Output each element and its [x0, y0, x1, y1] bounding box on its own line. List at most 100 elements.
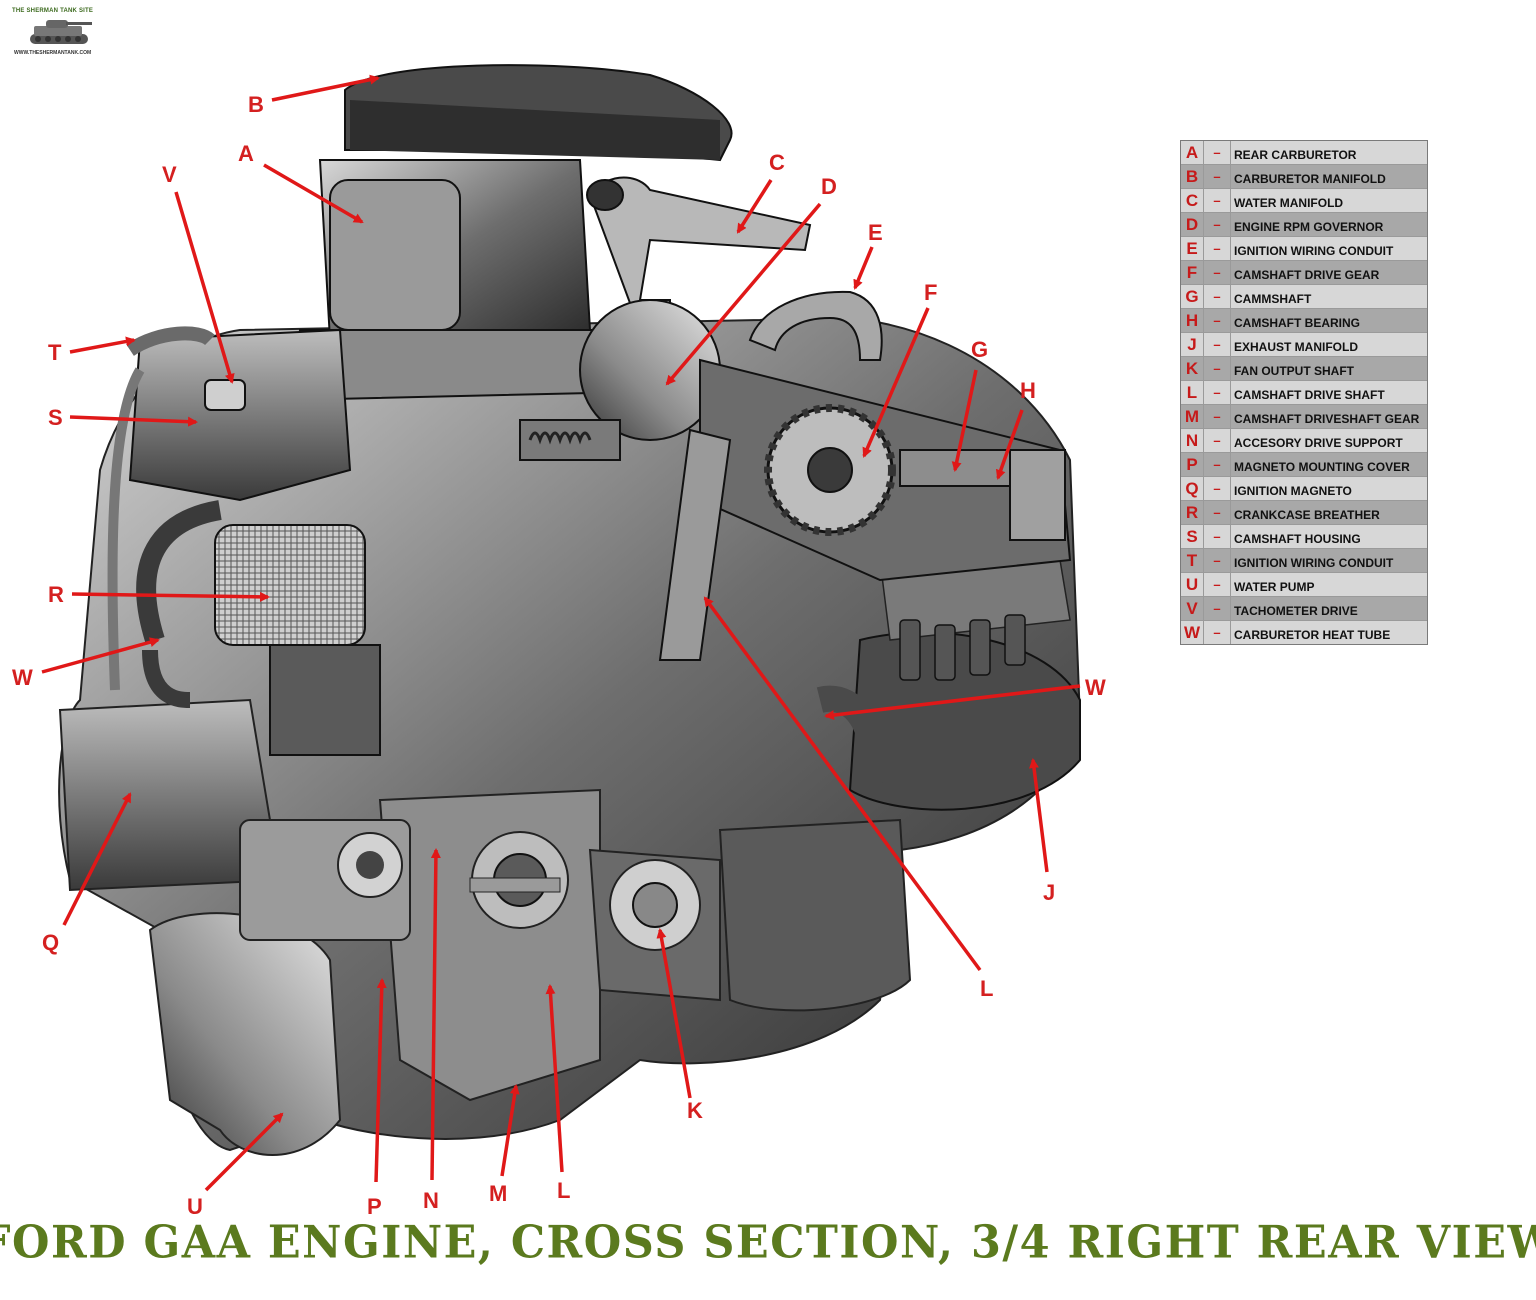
legend-dash: –	[1204, 549, 1231, 572]
legend-dash: –	[1204, 621, 1231, 644]
caption-text: FORD GAA ENGINE, CROSS SECTION, 3/4 RIGH…	[0, 1216, 1536, 1270]
legend-part-name: REAR CARBURETOR	[1234, 148, 1357, 162]
legend-letter: S	[1181, 525, 1204, 548]
legend-letter: E	[1181, 237, 1204, 260]
callout-k: K	[687, 1098, 703, 1123]
arrow-p	[374, 978, 387, 1183]
legend-part-name: IGNITION MAGNETO	[1234, 484, 1352, 498]
legend-part-name: TACHOMETER DRIVE	[1234, 604, 1358, 618]
legend-letter: N	[1181, 429, 1204, 452]
legend-row: C–WATER MANIFOLD	[1181, 189, 1427, 213]
arrow-f	[862, 307, 930, 458]
legend-letter: C	[1181, 189, 1204, 212]
legend-row: G–CAMMSHAFT	[1181, 285, 1427, 309]
legend-row: W–CARBURETOR HEAT TUBE	[1181, 621, 1427, 644]
legend-dash: –	[1204, 237, 1231, 260]
legend-row: R–CRANKCASE BREATHER	[1181, 501, 1427, 525]
legend-row: H–CAMSHAFT BEARING	[1181, 309, 1427, 333]
legend-dash: –	[1204, 597, 1231, 620]
legend-letter: T	[1181, 549, 1204, 572]
legend-row: E–IGNITION WIRING CONDUIT	[1181, 237, 1427, 261]
logo-url: WWW.THESHERMANTANK.COM	[14, 50, 92, 56]
legend-letter: Q	[1181, 477, 1204, 500]
site-logo: THE SHERMAN TANK SITE WWW.THESHERMANTANK…	[8, 6, 118, 62]
legend-row: F–CAMSHAFT DRIVE GEAR	[1181, 261, 1427, 285]
callout-m: M	[489, 1181, 507, 1206]
legend-dash: –	[1204, 573, 1231, 596]
legend-part-name: MAGNETO MOUNTING COVER	[1234, 460, 1410, 474]
legend-part-name: EXHAUST MANIFOLD	[1234, 340, 1358, 354]
arrow-t	[69, 336, 136, 354]
legend-letter: F	[1181, 261, 1204, 284]
legend-letter: R	[1181, 501, 1204, 524]
legend-part-name: CAMSHAFT DRIVESHAFT GEAR	[1234, 412, 1420, 426]
callout-r: R	[48, 582, 64, 607]
arrow-c	[736, 179, 773, 234]
arrow-e	[853, 246, 874, 290]
legend-row: L–CAMSHAFT DRIVE SHAFT	[1181, 381, 1427, 405]
legend-row: Q–IGNITION MAGNETO	[1181, 477, 1427, 501]
legend-letter: K	[1181, 357, 1204, 380]
arrow-j	[1029, 758, 1049, 873]
legend-row: U–WATER PUMP	[1181, 573, 1427, 597]
legend-part-name: CAMSHAFT DRIVE SHAFT	[1234, 388, 1385, 402]
legend-letter: P	[1181, 453, 1204, 476]
legend-letter: A	[1181, 141, 1204, 164]
arrow-d	[665, 202, 822, 386]
arrow-l-right	[703, 596, 982, 972]
legend-row: T–IGNITION WIRING CONDUIT	[1181, 549, 1427, 573]
legend-part-name: IGNITION WIRING CONDUIT	[1234, 244, 1394, 258]
legend-row: M–CAMSHAFT DRIVESHAFT GEAR	[1181, 405, 1427, 429]
legend-row: P–MAGNETO MOUNTING COVER	[1181, 453, 1427, 477]
legend-dash: –	[1204, 429, 1231, 452]
legend-dash: –	[1204, 381, 1231, 404]
legend-letter: D	[1181, 213, 1204, 236]
callout-arrows	[41, 74, 1081, 1192]
callout-u: U	[187, 1194, 203, 1219]
legend-part-name: CARBURETOR MANIFOLD	[1234, 172, 1386, 186]
legend-dash: –	[1204, 141, 1231, 164]
legend-letter: W	[1181, 621, 1204, 644]
legend-dash: –	[1204, 165, 1231, 188]
callout-s: S	[48, 405, 63, 430]
tank-icon	[30, 20, 92, 44]
callout-a: A	[238, 141, 254, 166]
callout-w-right: W	[1085, 675, 1106, 700]
arrow-a	[263, 163, 364, 224]
legend-part-name: IGNITION WIRING CONDUIT	[1234, 556, 1394, 570]
legend-dash: –	[1204, 405, 1231, 428]
callout-d: D	[821, 174, 837, 199]
legend-part-name: WATER PUMP	[1234, 580, 1315, 594]
callout-n: N	[423, 1188, 439, 1213]
logo-title: THE SHERMAN TANK SITE	[12, 8, 94, 14]
callout-w-left: W	[12, 665, 33, 690]
legend-part-name: CRANKCASE BREATHER	[1234, 508, 1380, 522]
callout-f: F	[924, 280, 937, 305]
arrow-v	[174, 191, 235, 384]
callout-e: E	[868, 220, 883, 245]
legend-row: N–ACCESORY DRIVE SUPPORT	[1181, 429, 1427, 453]
legend-dash: –	[1204, 333, 1231, 356]
legend-row: B–CARBURETOR MANIFOLD	[1181, 165, 1427, 189]
legend-part-name: CAMMSHAFT	[1234, 292, 1312, 306]
legend-dash: –	[1204, 261, 1231, 284]
arrow-l-bottom	[545, 984, 564, 1173]
arrow-u	[204, 1112, 284, 1192]
figure-caption: FORD GAA ENGINE, CROSS SECTION, 3/4 RIGH…	[0, 1217, 1536, 1270]
legend-dash: –	[1204, 453, 1231, 476]
callout-l-bottom: L	[557, 1178, 570, 1203]
arrow-g	[951, 369, 978, 472]
callout-p: P	[367, 1194, 382, 1219]
legend-row: S–CAMSHAFT HOUSING	[1181, 525, 1427, 549]
legend-letter: U	[1181, 573, 1204, 596]
legend-part-name: CAMSHAFT DRIVE GEAR	[1234, 268, 1380, 282]
callout-labels: B A V C D E F G H T S R W W Q J L K U P …	[12, 92, 1106, 1219]
arrow-b	[271, 74, 380, 102]
callout-b: B	[248, 92, 264, 117]
legend-row: K–FAN OUTPUT SHAFT	[1181, 357, 1427, 381]
legend-dash: –	[1204, 285, 1231, 308]
legend-row: J–EXHAUST MANIFOLD	[1181, 333, 1427, 357]
legend-dash: –	[1204, 501, 1231, 524]
legend-letter: B	[1181, 165, 1204, 188]
